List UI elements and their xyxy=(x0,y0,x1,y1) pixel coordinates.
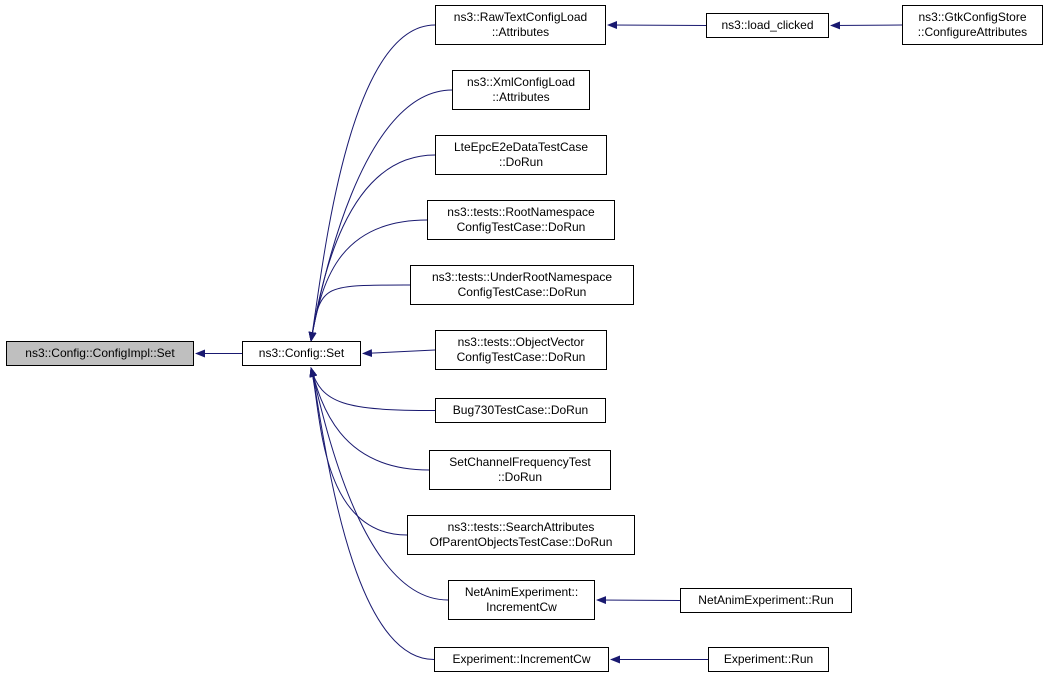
node-xmlconfig[interactable]: ns3::XmlConfigLoad::Attributes xyxy=(452,70,590,110)
node-label-line: ns3::GtkConfigStore xyxy=(918,10,1027,24)
node-label-line: ns3::tests::UnderRootNamespace xyxy=(431,270,613,284)
edge-load-clicked-to-rawtext xyxy=(607,21,707,30)
node-config-set[interactable]: ns3::Config::Set xyxy=(242,341,361,366)
edge-lteepc-to-config-set xyxy=(308,154,436,342)
edge-underroot-to-config-set xyxy=(308,284,411,342)
node-label-line: ConfigTestCase::DoRun xyxy=(456,220,586,234)
node-label-line: Bug730TestCase::DoRun xyxy=(452,403,589,417)
edge-bug730-to-config-set xyxy=(309,367,436,411)
edge-exp-inc-to-config-set xyxy=(309,367,435,660)
node-netanim-inc[interactable]: NetAnimExperiment::IncrementCw xyxy=(448,580,595,620)
node-label-line: ns3::Config::Set xyxy=(258,346,345,360)
node-label-line: ns3::Config::ConfigImpl::Set xyxy=(25,346,175,360)
node-label-line: OfParentObjectsTestCase::DoRun xyxy=(429,535,613,549)
node-label-line: ns3::tests::SearchAttributes xyxy=(447,520,595,534)
node-lteepc[interactable]: LteEpcE2eDataTestCase::DoRun xyxy=(435,135,607,175)
node-label-line: Experiment::IncrementCw xyxy=(452,652,591,666)
node-label-line: LteEpcE2eDataTestCase xyxy=(453,140,589,154)
node-gtkconfig[interactable]: ns3::GtkConfigStore::ConfigureAttributes xyxy=(902,5,1043,45)
node-setchannel[interactable]: SetChannelFrequencyTest::DoRun xyxy=(429,450,611,490)
edge-rawtext-to-config-set xyxy=(308,24,436,342)
node-label-line: ::DoRun xyxy=(498,155,544,169)
edge-setchannel-to-config-set xyxy=(309,367,430,471)
node-load-clicked[interactable]: ns3::load_clicked xyxy=(706,13,829,38)
node-label-line: ::ConfigureAttributes xyxy=(917,25,1028,39)
node-exp-run[interactable]: Experiment::Run xyxy=(708,647,829,672)
node-label-line: ::DoRun xyxy=(497,470,543,484)
node-label-line: SetChannelFrequencyTest xyxy=(449,455,591,469)
node-configimpl-set: ns3::Config::ConfigImpl::Set xyxy=(6,341,194,366)
node-label-line: ns3::tests::RootNamespace xyxy=(447,205,595,219)
edge-gtkconfig-to-load-clicked xyxy=(830,21,903,30)
edge-netanim-inc-to-config-set xyxy=(309,367,449,601)
node-label-line: NetAnimExperiment:: xyxy=(464,585,579,599)
node-label-line: ns3::RawTextConfigLoad xyxy=(453,10,588,24)
node-label-line: ::Attributes xyxy=(491,25,550,39)
node-label-line: ::Attributes xyxy=(492,90,550,104)
node-rawtext[interactable]: ns3::RawTextConfigLoad::Attributes xyxy=(435,5,606,45)
edge-objvector-to-config-set xyxy=(362,349,436,358)
node-bug730[interactable]: Bug730TestCase::DoRun xyxy=(435,398,606,423)
node-label-line: IncrementCw xyxy=(486,600,557,614)
node-label-line: NetAnimExperiment::Run xyxy=(698,593,834,607)
node-label-line: Experiment::Run xyxy=(723,652,814,666)
edge-netanim-run-to-netanim-inc xyxy=(596,596,681,605)
node-label-line: ConfigTestCase::DoRun xyxy=(456,350,586,364)
node-netanim-run[interactable]: NetAnimExperiment::Run xyxy=(680,588,852,613)
node-exp-inc[interactable]: Experiment::IncrementCw xyxy=(434,647,609,672)
node-label-line: ns3::tests::ObjectVector xyxy=(457,335,585,349)
node-label-line: ns3::load_clicked xyxy=(721,18,814,32)
node-label-line: ns3::XmlConfigLoad xyxy=(466,75,576,89)
node-label-line: ConfigTestCase::DoRun xyxy=(457,285,587,299)
